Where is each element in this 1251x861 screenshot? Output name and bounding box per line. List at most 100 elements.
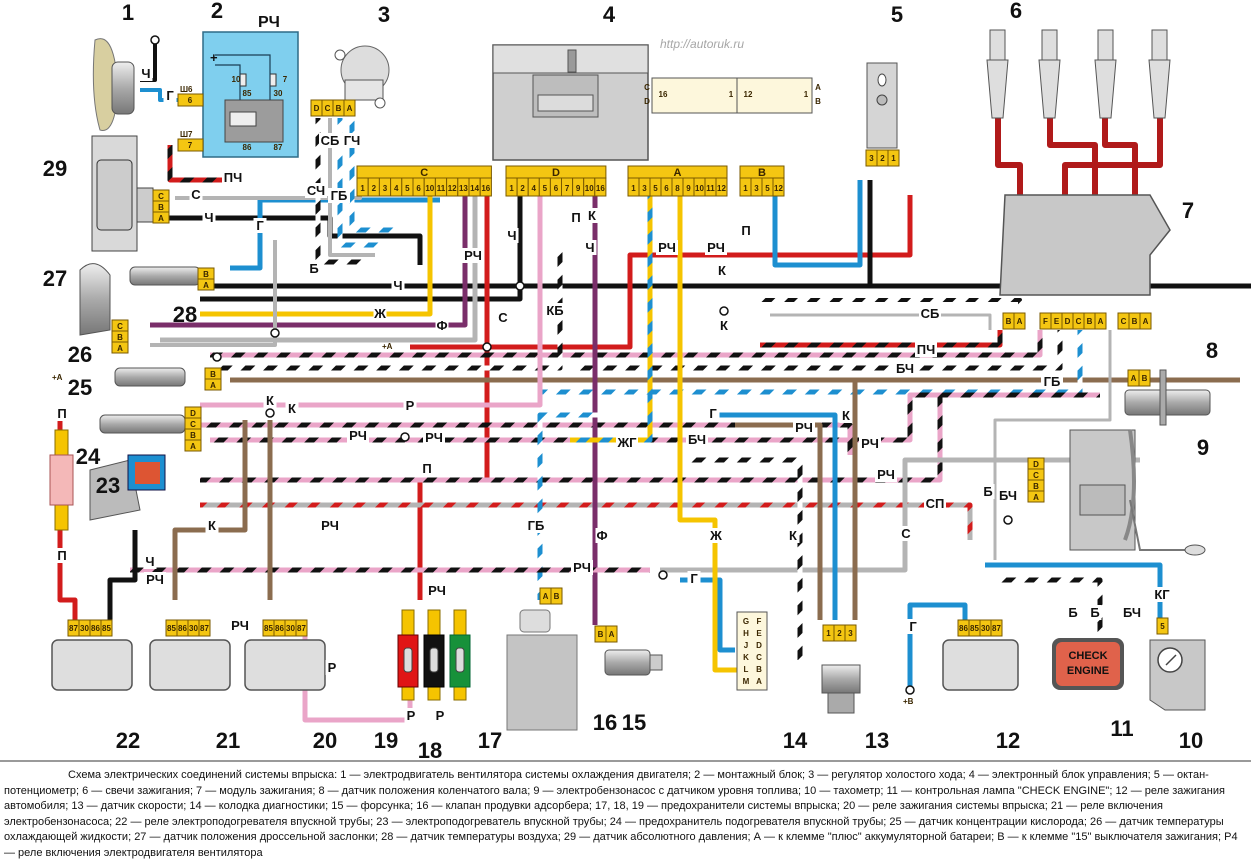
junction-dot [265, 408, 275, 418]
component-number-12: 12 [996, 728, 1020, 753]
component-number-6: 6 [1010, 0, 1022, 23]
air-temp-connector-pin-label: B [203, 270, 209, 279]
wire-label: СБ [321, 133, 340, 148]
wire-label-bg [717, 318, 731, 333]
wire-label-bg [899, 526, 913, 541]
wire-label-bg [189, 187, 203, 202]
wire-label: СБ [921, 306, 940, 321]
ecu-pin-label: 4 [394, 184, 399, 193]
ecu-pin [715, 177, 728, 197]
wire-label: РЧ [146, 572, 164, 587]
wire-label-bg [143, 554, 157, 569]
diagram-caption: Схема электрических соединений системы в… [0, 760, 1251, 859]
wire-label: БЧ [999, 488, 1017, 503]
relay-block-fuse-7: 7 [283, 75, 288, 84]
intake-heater [89, 454, 166, 521]
component-number-2: 2 [211, 0, 223, 23]
crank-sensor-connector-pin-label: B [1142, 374, 1148, 383]
socket-sh7-pin: 7 [188, 141, 193, 150]
wire-label-bg [583, 240, 597, 255]
wire-gray-s2 [660, 457, 1140, 573]
diag-block-pin-label: D [756, 641, 762, 650]
relay-12-connector-pin-label: 87 [992, 624, 1001, 633]
coolant-sensor-connector-pin-label: A [210, 381, 216, 390]
fuel-pump-connector-pin [1027, 490, 1045, 503]
canister-valve-connector-pin-label: B [554, 592, 560, 601]
wire-label: ГБ [1044, 374, 1061, 389]
junction-dot [719, 306, 729, 316]
ecu-pin-label: 16 [596, 184, 605, 193]
canister-valve [506, 609, 578, 731]
terminal-plus-b: +B [903, 697, 914, 706]
ignition-module [999, 194, 1171, 296]
octane-pot-connector-pin-label: 2 [880, 154, 885, 163]
wire-black-ch3 [107, 530, 138, 620]
fan-motor [92, 38, 135, 131]
tachometer-connector-pin-label: 5 [1160, 622, 1165, 631]
ecu-pin-label: 12 [774, 184, 783, 193]
wire-label: Ж [709, 528, 722, 543]
wire-label-bg [687, 571, 701, 586]
fuel-pump [1069, 429, 1206, 556]
wire-label: РЧ [464, 248, 482, 263]
ecu-connector-B-label: B [758, 167, 766, 179]
watermark: http://autoruk.ru [660, 37, 744, 51]
wire-gb2 [537, 412, 600, 600]
ecu-pinout-a: A [815, 83, 821, 92]
wire-label-bg [924, 496, 946, 511]
wire-label: ГЧ [344, 133, 361, 148]
component-number-28: 28 [173, 302, 197, 327]
tachometer-connector-pin [1156, 617, 1169, 635]
wire-label: Р [328, 660, 337, 675]
sensors-left [79, 263, 201, 434]
throttle-sensor-connector-pin-label: C [117, 322, 123, 331]
octane-pot-connector-pin-label: 3 [869, 154, 874, 163]
diagnostic-block [736, 611, 768, 691]
relay-block-fuse-10: 10 [232, 75, 241, 84]
speed-sensor-connector-pin-label: 2 [837, 629, 842, 638]
junction-dot [270, 328, 280, 338]
ignition-module-connector-3-pin-label: B [1132, 317, 1138, 326]
map-sensor-connector-pin-label: B [158, 203, 164, 212]
relay-block-relay-pin: 87 [274, 143, 283, 152]
oxygen-sensor-connector-pin-label: A [190, 442, 196, 451]
wire-label-bg [163, 88, 177, 103]
wire-label: Г [166, 88, 174, 103]
wire-label-bg [544, 303, 566, 318]
wire-label: БЧ [688, 432, 706, 447]
wire-label-bg [997, 488, 1019, 503]
wire-label-bg [391, 278, 405, 293]
ecu-pin-label: 1 [631, 184, 636, 193]
wire-violet-f [150, 195, 468, 328]
wire-label-bg [328, 188, 350, 203]
wire-label: С [901, 526, 911, 541]
wire-label-bg [373, 306, 387, 321]
component-number-17: 17 [478, 728, 502, 753]
relay-21-connector-pin-label: 87 [200, 624, 209, 633]
wire-label: П [422, 461, 431, 476]
idle-regulator-connector-pin [343, 99, 356, 117]
wire-label-bg [496, 310, 510, 325]
ignition-module-connector-2-pin-label: A [1098, 317, 1104, 326]
wire-label: РЧ [707, 240, 725, 255]
wire-pc [760, 330, 1003, 348]
wire-label-bg [839, 408, 853, 423]
component-number-19: 19 [374, 728, 398, 753]
wire-label: К [842, 408, 850, 423]
relay-20-connector-pin-label: 87 [297, 624, 306, 633]
wire-label-bg [1151, 587, 1173, 602]
wire-label-bg [705, 240, 727, 255]
wire-label-bg [859, 436, 881, 451]
air-temp-connector-pin-label: A [203, 281, 209, 290]
socket-sh6-label: Ш6 [180, 85, 193, 94]
wire-label-bg [585, 208, 599, 223]
component-number-4: 4 [603, 2, 616, 27]
ecu-pinout-c16: 16 [659, 90, 668, 99]
terminal-plus-a-mid: +A [382, 342, 393, 351]
ecu-pin-label: 10 [695, 184, 704, 193]
ecu-pinout-b: B [815, 97, 821, 106]
wire-label: Ч [145, 554, 154, 569]
ecu-pinout-c1: 1 [729, 90, 734, 99]
ecu-pin-label: 11 [706, 184, 715, 193]
wire-label: П [571, 210, 580, 225]
